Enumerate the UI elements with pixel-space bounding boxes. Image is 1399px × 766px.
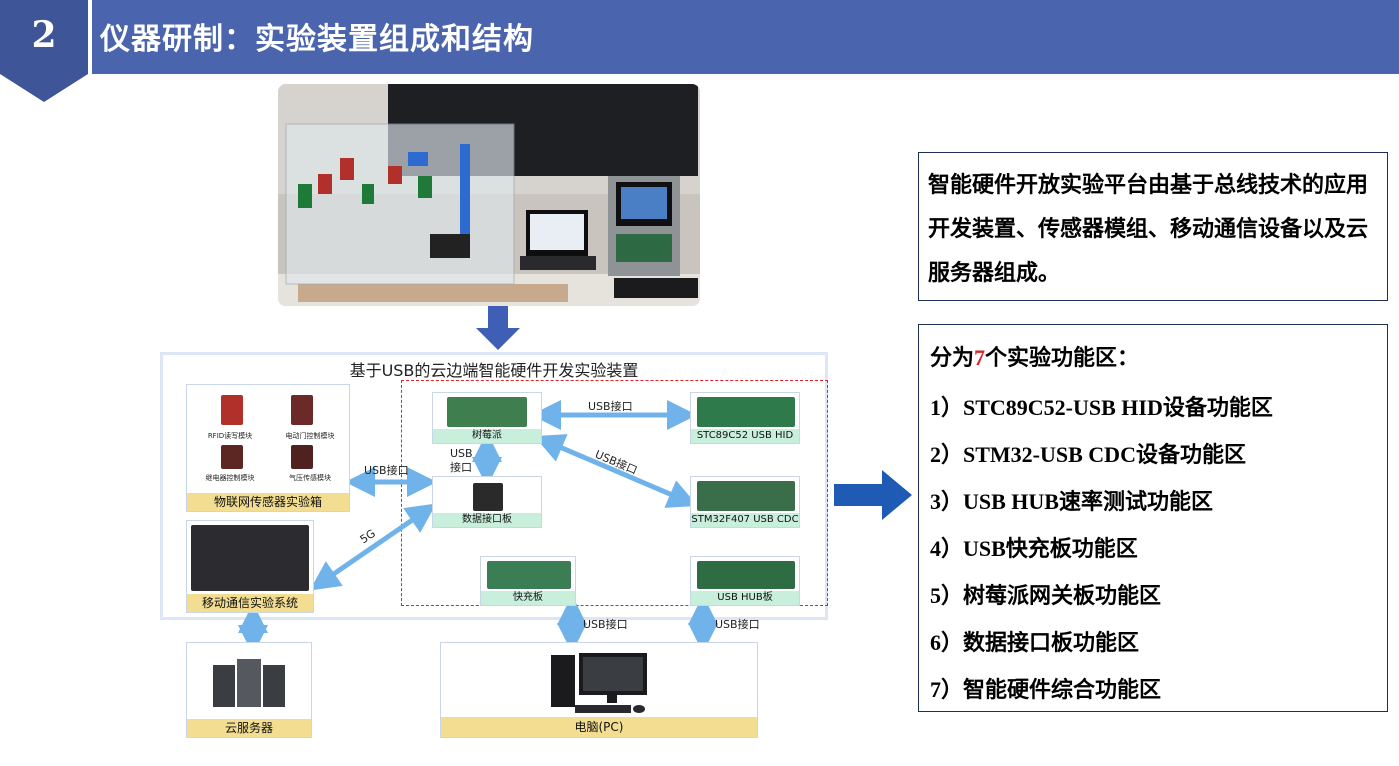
zone-item: 1）STC89C52-USB HID设备功能区 (930, 395, 1273, 420)
module-label-relay: 继电器控制模块 (205, 474, 255, 482)
cloud-server: 云服务器 (186, 642, 312, 738)
module-label-pressure: 气压传感模块 (289, 474, 331, 482)
server-racks-image (191, 525, 309, 591)
computer-icon (551, 653, 647, 713)
pc-label: 电脑(PC) (441, 717, 757, 737)
module-label-rfid: RFID读写模块 (207, 432, 253, 440)
down-arrow-icon (476, 306, 520, 350)
title-divider (88, 0, 92, 74)
zones-heading-suffix: 个实验功能区： (985, 346, 1140, 371)
raspberry-pi-node: 树莓派 (432, 392, 542, 444)
zone-item: 6）数据接口板功能区 (930, 630, 1140, 655)
edge-label-rasp-data-1: USB (450, 447, 473, 460)
raspberry-label: 树莓派 (433, 429, 541, 443)
header-bar (0, 0, 1399, 74)
stc-board-label: STC89C52 USB HID (691, 429, 799, 443)
pc-node: 电脑(PC) (440, 642, 758, 738)
fast-charge-board-node: 快充板 (480, 556, 576, 606)
sensor-box-label: 物联网传感器实验箱 (187, 493, 349, 511)
pressure-module-image (291, 445, 313, 469)
zone-item: 3）USB HUB速率测试功能区 (930, 489, 1213, 514)
zones-box (918, 324, 1388, 712)
charge-board-label: 快充板 (481, 591, 575, 605)
usb-hub-board-node: USB HUB板 (690, 556, 800, 606)
mobile-communication-system: 移动通信实验系统 (186, 520, 314, 613)
hub-board-image (697, 561, 795, 589)
data-board-image (473, 483, 503, 511)
door-module-image (291, 395, 313, 425)
description-text: 智能硬件开放实验平台由基于总线技术的应用开发装置、传感器模组、移动通信设备以及云… (928, 173, 1369, 286)
zone-item: 2）STM32-USB CDC设备功能区 (930, 442, 1246, 467)
cloud-server-label: 云服务器 (187, 719, 311, 737)
data-interface-board-node: 数据接口板 (432, 476, 542, 528)
raspberry-board-image (447, 397, 527, 427)
edge-label-hub-pc: USB接口 (715, 618, 760, 631)
sensor-experiment-box: RFID读写模块 电动门控制模块 继电器控制模块 气压传感模块 物联网传感器实验… (186, 384, 350, 512)
rfid-module-image (221, 395, 243, 425)
stm32-board-node: STM32F407 USB CDC (690, 476, 800, 528)
edge-label-rasp-data-2: 接口 (450, 461, 472, 474)
data-board-label: 数据接口板 (433, 513, 541, 527)
description-box (918, 152, 1388, 301)
section-number-badge (0, 0, 88, 102)
zones-heading-prefix: 分为 (930, 346, 975, 371)
mobile-system-label: 移动通信实验系统 (187, 594, 313, 612)
stc89c52-board-node: STC89C52 USB HID (690, 392, 800, 444)
charge-board-image (487, 561, 571, 589)
stm-board-label: STM32F407 USB CDC (691, 513, 799, 527)
zone-item: 5）树莓派网关板功能区 (930, 583, 1162, 608)
right-arrow-icon (834, 470, 912, 520)
edge-label-rasp-stc: USB接口 (588, 400, 633, 413)
zone-item: 7）智能硬件综合功能区 (930, 677, 1162, 702)
zone-item: 4）USB快充板功能区 (930, 536, 1138, 561)
edge-label-charge-pc: USB接口 (583, 618, 628, 631)
stc-board-image (697, 397, 795, 427)
diagram-frame (160, 352, 828, 620)
diagram-title: 基于USB的云边端智能硬件开发实验装置 (349, 361, 639, 380)
lab-equipment-photo (278, 84, 700, 306)
edge-label-sensor-data: USB接口 (364, 464, 409, 477)
zones-heading: 分为7个实验功能区： (930, 340, 1139, 372)
stm-board-image (697, 481, 795, 511)
relay-module-image (221, 445, 243, 469)
zones-count: 7 (974, 345, 986, 370)
slide-title: 仪器研制：实验装置组成和结构 (100, 22, 534, 57)
section-number: 2 (31, 14, 57, 56)
hub-board-label: USB HUB板 (691, 591, 799, 605)
module-label-door: 电动门控制模块 (285, 432, 335, 440)
server-icon (213, 659, 285, 707)
